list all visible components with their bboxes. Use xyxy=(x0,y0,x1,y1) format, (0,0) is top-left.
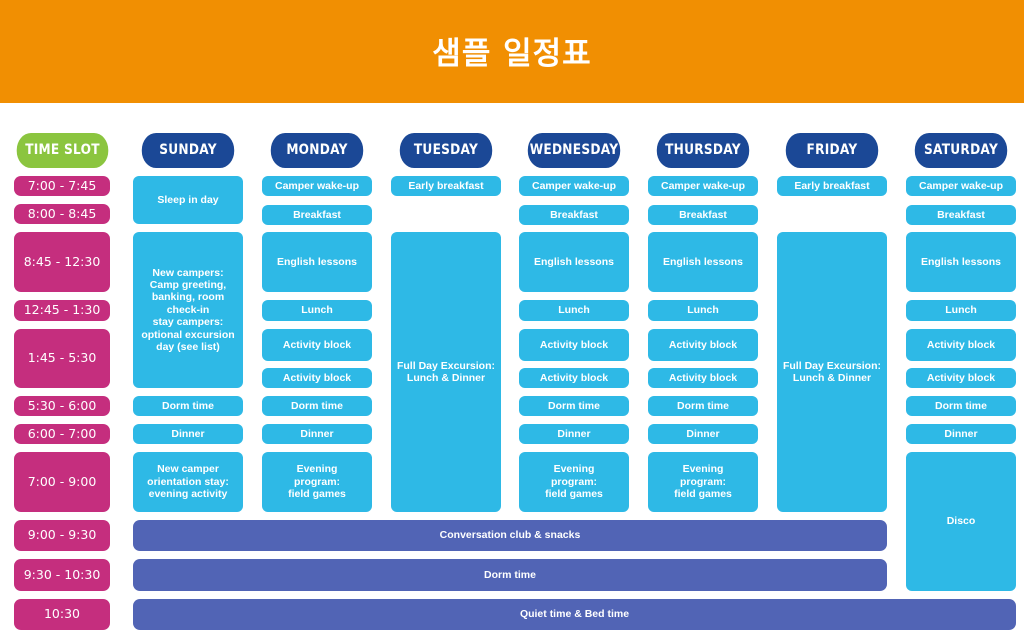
friday-excursion: Full Day Excursion: Lunch & Dinner xyxy=(777,232,887,512)
header-monday: MONDAY xyxy=(270,133,364,168)
monday-activity-1: Activity block xyxy=(262,329,372,361)
header-wednesday: WEDNESDAY xyxy=(527,133,621,168)
header-thursday: THURSDAY xyxy=(656,133,750,168)
time-slot-6: 5:30 - 6:00 xyxy=(14,396,110,416)
monday-breakfast: Breakfast xyxy=(262,205,372,225)
tuesday-excursion: Full Day Excursion: Lunch & Dinner xyxy=(391,232,501,512)
thursday-dinner: Dinner xyxy=(648,424,758,444)
saturday-lunch: Lunch xyxy=(906,300,1016,321)
sunday-dorm-time: Dorm time xyxy=(133,396,243,416)
saturday-dorm-time: Dorm time xyxy=(906,396,1016,416)
thursday-dorm-time: Dorm time xyxy=(648,396,758,416)
thursday-activity-1: Activity block xyxy=(648,329,758,361)
saturday-wake-up: Camper wake-up xyxy=(906,176,1016,196)
wednesday-evening: Evening program: field games xyxy=(519,452,629,512)
time-slot-8: 7:00 - 9:00 xyxy=(14,452,110,512)
header-sunday: SUNDAY xyxy=(141,133,235,168)
header-saturday: SATURDAY xyxy=(914,133,1008,168)
thursday-evening: Evening program: field games xyxy=(648,452,758,512)
monday-english: English lessons xyxy=(262,232,372,292)
time-slot-9: 9:00 - 9:30 xyxy=(14,520,110,551)
sunday-new-campers: New campers: Camp greeting, banking, roo… xyxy=(133,232,243,388)
saturday-breakfast: Breakfast xyxy=(906,205,1016,225)
time-slot-7: 6:00 - 7:00 xyxy=(14,424,110,444)
sunday-dinner: Dinner xyxy=(133,424,243,444)
sunday-sleep-in: Sleep in day xyxy=(133,176,243,224)
wednesday-lunch: Lunch xyxy=(519,300,629,321)
monday-dinner: Dinner xyxy=(262,424,372,444)
sunday-evening: New camper orientation stay: evening act… xyxy=(133,452,243,512)
wednesday-dinner: Dinner xyxy=(519,424,629,444)
thursday-wake-up: Camper wake-up xyxy=(648,176,758,196)
wednesday-english: English lessons xyxy=(519,232,629,292)
time-slot-10: 9:30 - 10:30 xyxy=(14,559,110,591)
page-title: 샘플 일정표 xyxy=(432,36,592,72)
time-slot-3: 8:45 - 12:30 xyxy=(14,232,110,292)
wednesday-dorm-time: Dorm time xyxy=(519,396,629,416)
time-slot-11: 10:30 xyxy=(14,599,110,630)
saturday-disco: Disco xyxy=(906,452,1016,591)
quiet-time-bar: Quiet time & Bed time xyxy=(133,599,1016,630)
conversation-club-bar: Conversation club & snacks xyxy=(133,520,887,551)
time-slot-4: 12:45 - 1:30 xyxy=(14,300,110,321)
monday-wake-up: Camper wake-up xyxy=(262,176,372,196)
saturday-activity-2: Activity block xyxy=(906,368,1016,388)
thursday-english: English lessons xyxy=(648,232,758,292)
wednesday-activity-1: Activity block xyxy=(519,329,629,361)
time-slot-2: 8:00 - 8:45 xyxy=(14,204,110,224)
thursday-activity-2: Activity block xyxy=(648,368,758,388)
monday-evening: Evening program: field games xyxy=(262,452,372,512)
time-slot-1: 7:00 - 7:45 xyxy=(14,176,110,196)
thursday-lunch: Lunch xyxy=(648,300,758,321)
saturday-dinner: Dinner xyxy=(906,424,1016,444)
saturday-activity-1: Activity block xyxy=(906,329,1016,361)
time-slot-5: 1:45 - 5:30 xyxy=(14,329,110,388)
header-friday: FRIDAY xyxy=(785,133,879,168)
monday-activity-2: Activity block xyxy=(262,368,372,388)
header-time-slot: TIME SLOT xyxy=(16,133,109,168)
wednesday-breakfast: Breakfast xyxy=(519,205,629,225)
friday-early-breakfast: Early breakfast xyxy=(777,176,887,196)
wednesday-activity-2: Activity block xyxy=(519,368,629,388)
header-tuesday: TUESDAY xyxy=(399,133,493,168)
title-banner xyxy=(0,0,1024,103)
monday-lunch: Lunch xyxy=(262,300,372,321)
dorm-time-bar: Dorm time xyxy=(133,559,887,591)
monday-dorm-time: Dorm time xyxy=(262,396,372,416)
wednesday-wake-up: Camper wake-up xyxy=(519,176,629,196)
saturday-english: English lessons xyxy=(906,232,1016,292)
thursday-breakfast: Breakfast xyxy=(648,205,758,225)
tuesday-early-breakfast: Early breakfast xyxy=(391,176,501,196)
